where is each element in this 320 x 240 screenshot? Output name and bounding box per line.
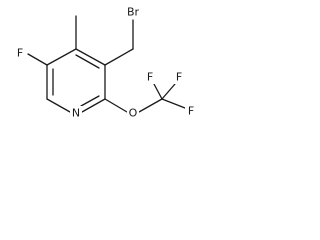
cf3-f-right-bond bbox=[161, 98, 186, 109]
ring-bond-c4-c5 bbox=[46, 48, 77, 66]
ch2-bond bbox=[104, 48, 134, 66]
chemical-structure-diagram: Br F N O F F F bbox=[14, 5, 197, 120]
ring-double-bond-c3-c4-inner bbox=[75, 54, 100, 69]
ring-bond-c3-c4 bbox=[75, 48, 106, 66]
ring-bond-n-c2 bbox=[81, 98, 106, 113]
bromine-label: Br bbox=[127, 6, 140, 19]
ring-bond-c6-n bbox=[46, 98, 71, 113]
cf3-fluorine-top-left-label: F bbox=[147, 71, 153, 84]
c-f-bond bbox=[27, 53, 48, 66]
bonds bbox=[27, 15, 186, 113]
c-o-bond bbox=[104, 98, 128, 113]
cf3-f-top-left-bond bbox=[153, 83, 163, 100]
cf3-fluorine-right-label: F bbox=[188, 105, 194, 118]
ring-fluorine-label: F bbox=[17, 47, 23, 60]
ether-oxygen-label: O bbox=[129, 107, 138, 120]
ring-double-bond-n-c2-inner bbox=[80, 95, 100, 107]
atom-labels: Br F N O F F F bbox=[14, 5, 197, 120]
cf3-fluorine-top-right-label: F bbox=[176, 71, 182, 84]
o-cf3-bond bbox=[138, 98, 163, 113]
cf3-f-top-right-bond bbox=[161, 83, 176, 100]
ring-nitrogen-label: N bbox=[72, 107, 80, 120]
